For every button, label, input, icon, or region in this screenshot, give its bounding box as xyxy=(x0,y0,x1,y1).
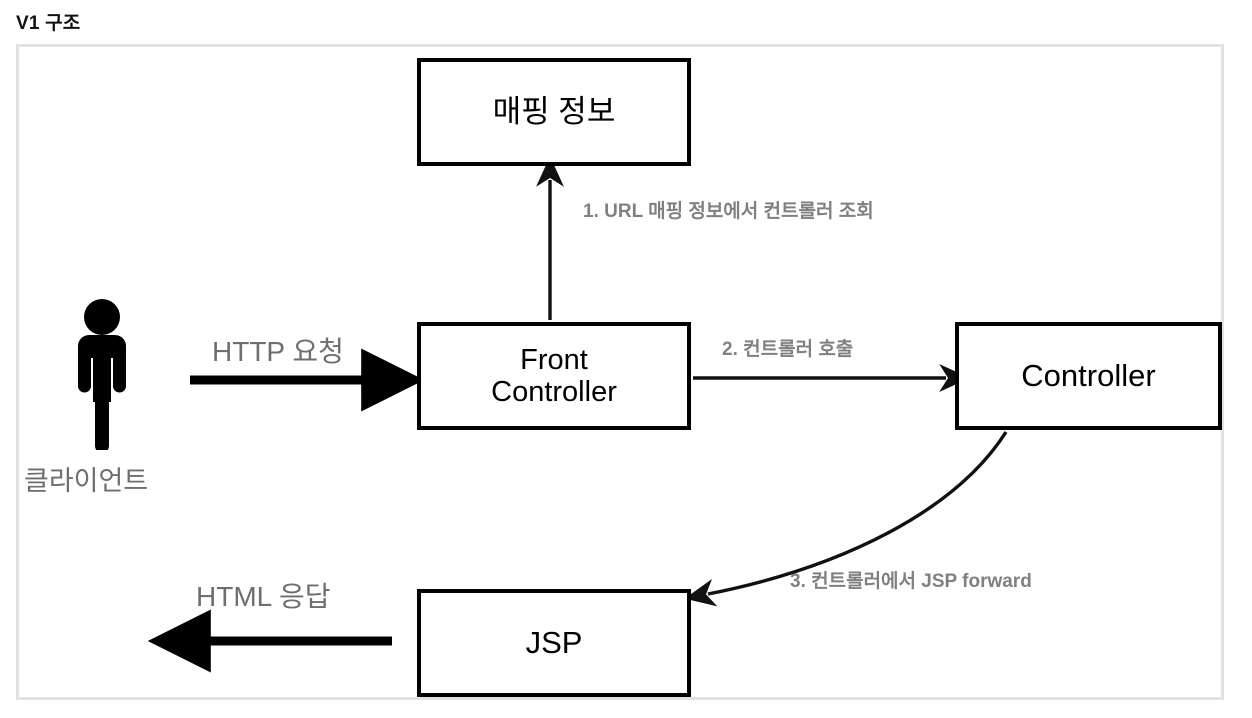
edge-label-step-1: 1. URL 매핑 정보에서 컨트롤러 조회 xyxy=(583,201,874,222)
node-front-controller-label: Front Controller xyxy=(491,343,617,408)
node-controller[interactable]: Controller xyxy=(955,322,1222,430)
edge-label-step-3: 3. 컨트롤러에서 JSP forward xyxy=(790,571,1032,592)
node-front-controller[interactable]: Front Controller xyxy=(417,322,691,430)
client-actor-icon xyxy=(78,299,126,450)
node-client-label: 클라이언트 xyxy=(24,466,149,496)
edge-label-html-response: HTML 응답 xyxy=(196,581,331,612)
edge-label-http-request: HTTP 요청 xyxy=(212,336,344,367)
node-controller-label: Controller xyxy=(1021,357,1156,393)
arrow-controller-to-jsp xyxy=(684,431,1008,607)
node-jsp-label: JSP xyxy=(525,624,583,660)
node-mapping-info[interactable]: 매핑 정보 xyxy=(417,58,691,166)
node-jsp[interactable]: JSP xyxy=(417,589,691,697)
page-title: V1 구조 xyxy=(16,13,81,34)
edge-label-step-2: 2. 컨트롤러 호출 xyxy=(722,339,854,360)
node-mapping-info-label: 매핑 정보 xyxy=(492,93,616,129)
